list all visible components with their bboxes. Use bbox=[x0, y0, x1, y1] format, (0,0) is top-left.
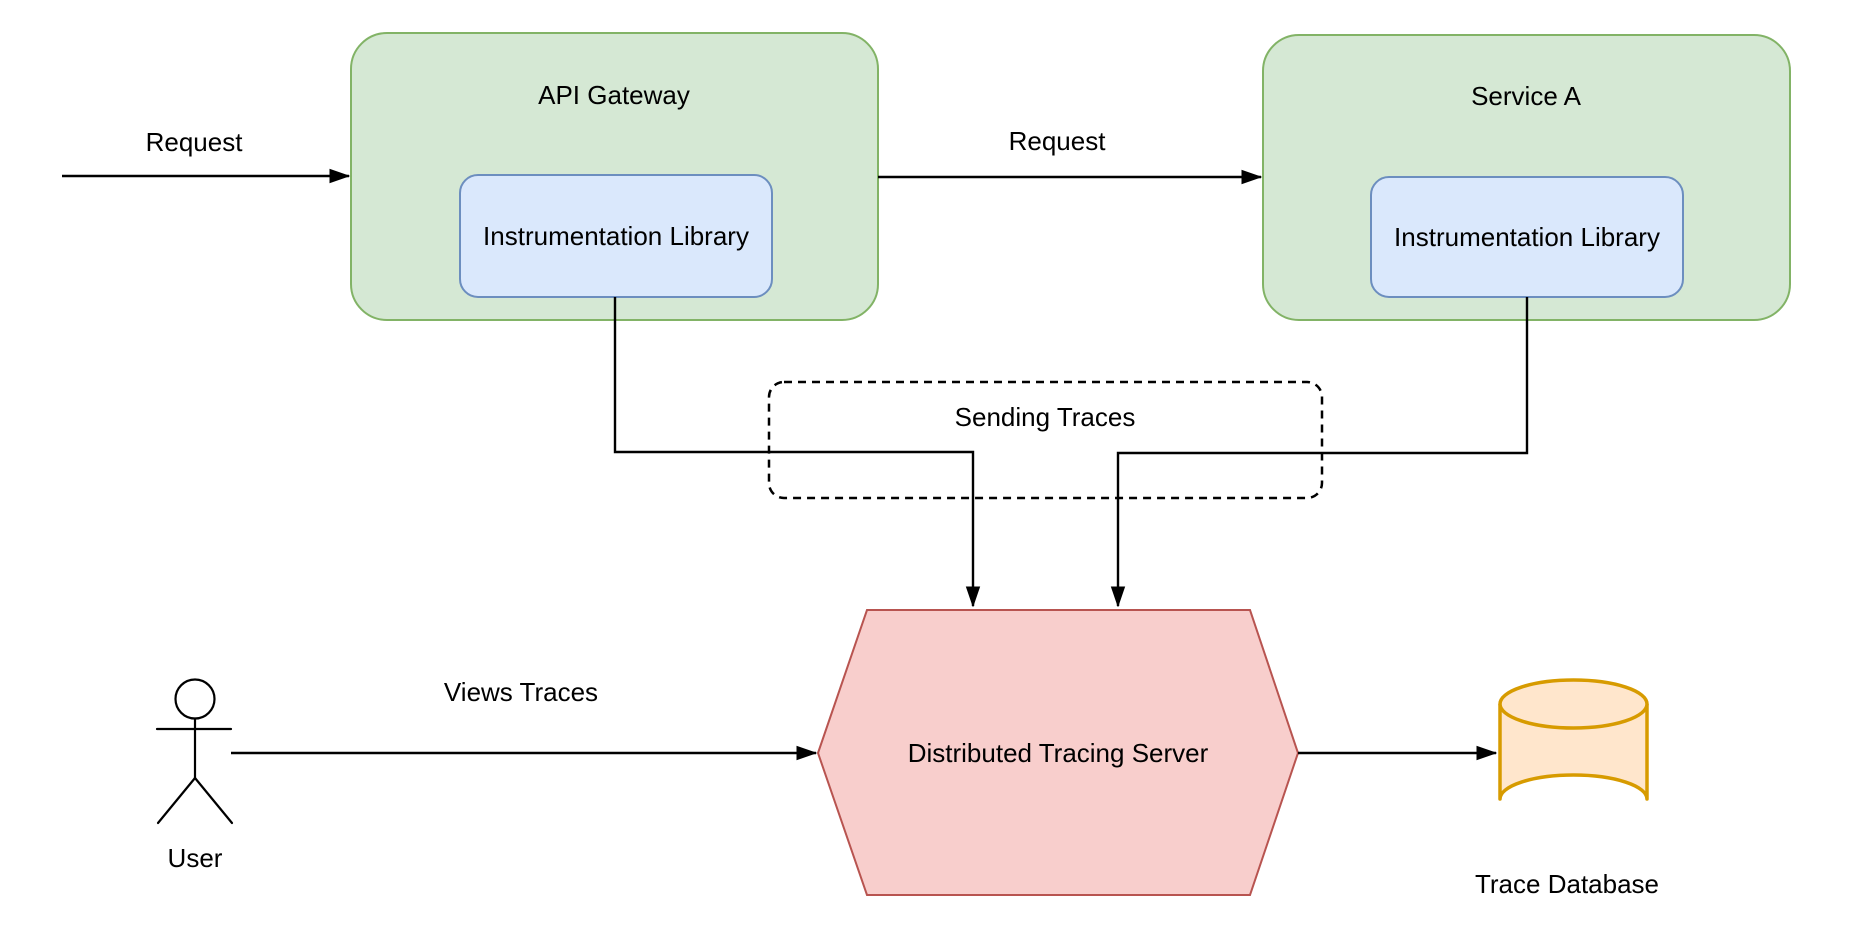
edge-traces-from-gateway bbox=[613, 297, 973, 606]
user-right-leg bbox=[193, 776, 234, 825]
traces-from-gateway-line bbox=[613, 297, 973, 606]
edge-traces-from-service-a bbox=[1118, 297, 1529, 606]
request-gateway-to-service-a-label: Request bbox=[1009, 126, 1107, 156]
database-cylinder-top bbox=[1498, 678, 1649, 730]
node-distributed-tracing-server: Distributed Tracing Server bbox=[816, 609, 1300, 896]
edges bbox=[62, 176, 1529, 753]
request-to-gateway-label: Request bbox=[146, 127, 244, 157]
user-head bbox=[174, 678, 216, 720]
trace-database-label: Trace Database bbox=[1475, 869, 1659, 899]
views-traces-label: Views Traces bbox=[444, 677, 598, 707]
database-cylinder-body bbox=[1498, 704, 1649, 801]
user-label: User bbox=[168, 843, 223, 873]
traces-from-service-a-line bbox=[1118, 297, 1529, 606]
user-left-leg bbox=[156, 776, 197, 825]
api-gateway-label: API Gateway bbox=[538, 80, 690, 110]
node-api-gateway: API Gateway Instrumentation Library bbox=[350, 32, 879, 321]
sending-traces-dashed-box bbox=[767, 380, 1324, 500]
sending-traces-label: Sending Traces bbox=[955, 402, 1136, 432]
instrumentation-library-service-label: Instrumentation Library bbox=[1394, 222, 1660, 252]
node-trace-database: Trace Database bbox=[1475, 678, 1659, 899]
distributed-tracing-server-label: Distributed Tracing Server bbox=[908, 738, 1209, 768]
actor-user bbox=[155, 678, 234, 825]
node-service-a: Service A Instrumentation Library bbox=[1262, 34, 1791, 321]
instrumentation-library-gateway-label: Instrumentation Library bbox=[483, 221, 749, 251]
group-sending-traces: Sending Traces bbox=[767, 380, 1324, 500]
service-a-label: Service A bbox=[1471, 81, 1581, 111]
